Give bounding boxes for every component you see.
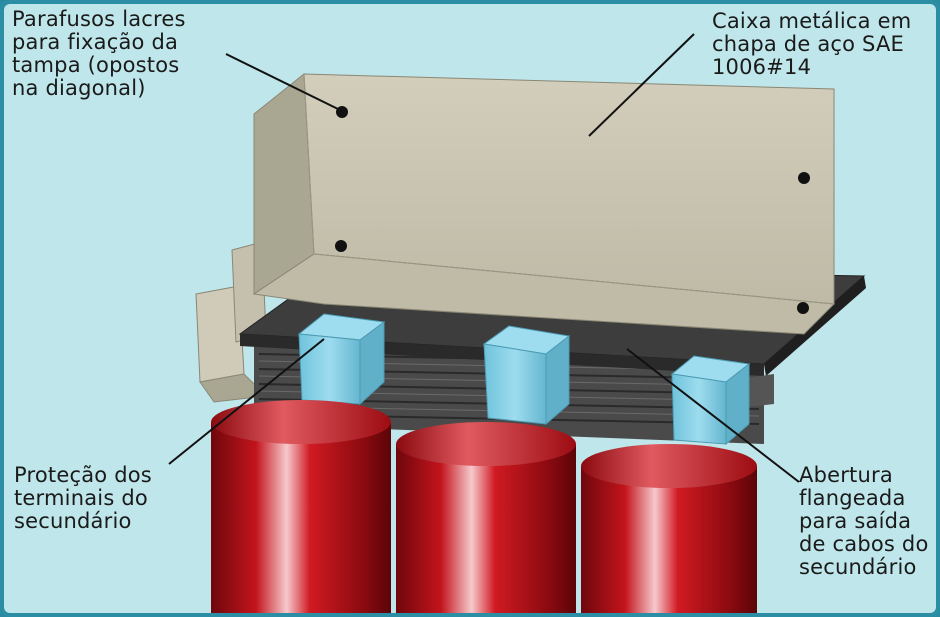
label-seal-bolts: Parafusos lacres para fixação da tampa (… — [12, 7, 186, 100]
seal-bolt-icon — [336, 106, 348, 118]
coils — [211, 400, 757, 613]
label-metal-box: Caixa metálica em chapa de aço SAE 1006#… — [712, 9, 912, 79]
label-flanged-opening: Abertura flangeada para saída de cabos d… — [799, 463, 929, 579]
metal-box — [252, 73, 836, 335]
transformer-illustration — [168, 33, 866, 613]
seal-bolt-icon — [798, 172, 810, 184]
label-terminal-protection: Proteção dos terminais do secundário — [14, 463, 152, 533]
seal-bolt-icon — [335, 240, 347, 252]
terminal-protections — [297, 313, 751, 446]
leader-lines — [168, 33, 800, 483]
left-bracket — [195, 241, 268, 403]
seal-bolt-icon — [797, 302, 809, 314]
